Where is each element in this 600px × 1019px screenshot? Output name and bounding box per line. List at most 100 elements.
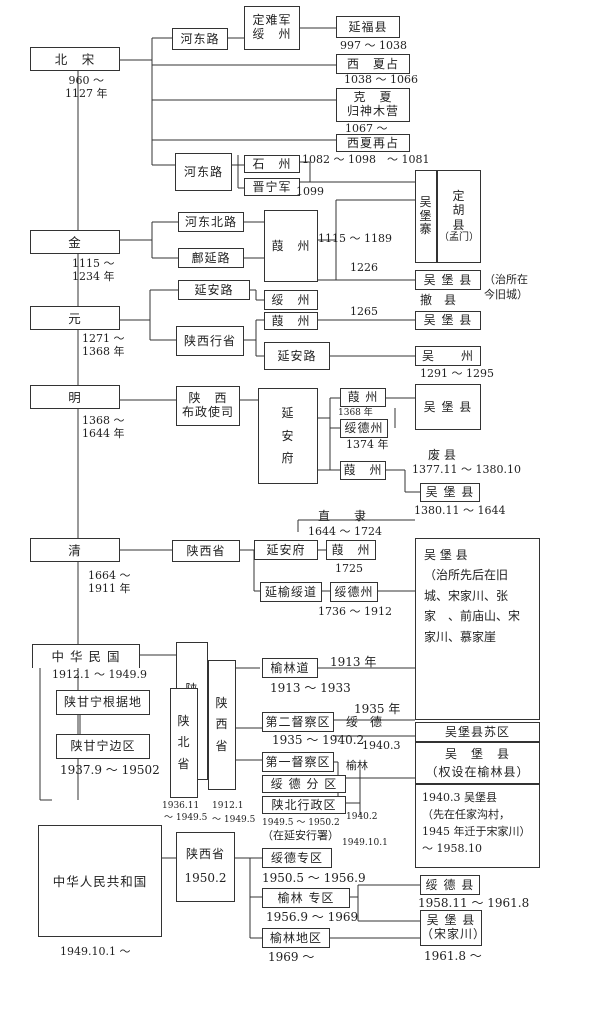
roc-year-1940-2: 1940.2: [346, 812, 378, 822]
ming-fei-years: 1377.11 ～ 1380.10: [412, 463, 521, 476]
period-prc: 1949.10.1 ～: [60, 945, 131, 958]
qing-yanan-fu: 延安府: [254, 540, 318, 560]
roc-years-c: 1912.1: [212, 801, 244, 811]
roc-years-b: ～ 1949.5: [164, 813, 208, 823]
roc-year-1949-10: 1949.10.1: [342, 838, 388, 848]
ming-jiazhou-1: 葭 州: [340, 388, 386, 407]
song-kexia-guishen: 克 夏 归神木营: [336, 88, 410, 122]
jin-jiazhou: 葭 州: [264, 210, 318, 282]
song-hedong-lu-1: 河东路: [172, 28, 228, 50]
ming-suide-zhou: 绥德州: [340, 419, 388, 438]
ming-restore-years: 1380.11 ～ 1644: [414, 504, 506, 517]
ming-fei-xian: 废 县: [428, 448, 456, 462]
prc-yulin-years: 1956.9 ～ 1969: [266, 910, 359, 924]
roc-wubao-rep: 吴 堡 县 （权设在榆林县）: [415, 742, 540, 784]
dynasty-ming: 明: [30, 385, 120, 409]
roc-shaangan-border: 陕甘宁边区: [56, 734, 150, 759]
song-jinningjun: 晋宁军: [244, 178, 300, 196]
period-jin: 1115 ～ 1234 年: [72, 257, 115, 283]
qing-suide-zhou: 绥德州: [330, 582, 378, 602]
jin-hedong-bei-lu: 河东北路: [178, 212, 244, 232]
roc-yanan-note: （在延安行署）: [262, 829, 339, 842]
song-xixia-2: 西夏再占: [336, 134, 410, 152]
roc-border-years: 1937.9 ～ 19502: [60, 763, 160, 777]
jin-wubao-xian: 吴 堡 县: [415, 270, 481, 290]
song-dinghu-meng: （孟门）: [439, 232, 479, 244]
yuan-yanan-lu: 延安路: [178, 280, 250, 300]
prc-shaanxi-box: 陕西省 1950.2: [176, 832, 235, 902]
yuan-suizhou: 绥 州: [264, 290, 318, 310]
prc-year-1950-2: 1950.2: [184, 871, 227, 885]
ming-jiazhou-2: 葭 州: [340, 461, 386, 480]
song-yanfu-xian: 延福县: [336, 16, 400, 38]
qing-zhili-years: 1644 ～ 1724: [308, 525, 382, 538]
roc-suide-fenqu: 绥 德 分 区: [262, 775, 346, 793]
dynasty-yuan: 元: [30, 306, 120, 330]
prc-wubao-years: 1961.8 ～: [424, 949, 482, 963]
period-northern-song: 960 ～ 1127 年: [65, 74, 108, 100]
song-dinghu-box: 定 胡 县 （孟门）: [437, 170, 481, 263]
qing-year-1725: 1725: [335, 562, 363, 575]
qing-wubao-big: 吴 堡 县 （治所先后在旧城、宋家川、张家 、前庙山、宋家川、慕家崖: [415, 538, 540, 720]
period-ming: 1368 ～ 1644 年: [82, 414, 125, 440]
roc-wubao-1940: 1940.3 吴堡县 （先在任家沟村， 1945 年迁于宋家川） ～ 1958.…: [415, 784, 540, 868]
dynasty-northern-song: 北 宋: [30, 47, 120, 71]
jin-note: （治所在 今旧城）: [484, 273, 528, 302]
roc-suide-label: 绥 德: [346, 715, 383, 729]
roc-second-district: 第二督察区: [262, 712, 334, 732]
roc-shaanxi-v2: 陕 西 省: [208, 660, 236, 790]
ming-buzhengshi: 陕 西 布政使司: [176, 386, 240, 426]
roc-year-1913: 1913 年: [330, 655, 377, 669]
qing-suide-years: 1736 ～ 1912: [318, 605, 392, 618]
yuan-che-xian: 撤 县: [420, 293, 457, 308]
yuan-year-1265: 1265: [350, 305, 378, 318]
song-dinghu-xian: 定 胡 县: [452, 188, 466, 232]
roc-shanbei-sheng: 陕 北 省: [170, 688, 198, 798]
dynasty-roc: 中 华 民 国: [32, 644, 140, 668]
song-xixia-1: 西 夏占: [336, 54, 410, 74]
dynasty-jin: 金: [30, 230, 120, 254]
roc-years-d: ～ 1949.5: [212, 815, 256, 825]
roc-year-1940-3: 1940.3: [362, 739, 401, 752]
dynasty-prc: 中华人民共和国: [38, 825, 162, 937]
roc-year-1935: 1935 年: [354, 702, 401, 716]
roc-first-district: 第一督察区: [262, 752, 334, 772]
roc-shaangan-base: 陕甘宁根据地: [56, 690, 150, 715]
prc-yulin-diqu: 榆林地区: [262, 928, 330, 948]
prc-shaanxi-sheng: 陕西省: [185, 847, 225, 862]
roc-second-years: 1935 ～ 1940.2: [272, 733, 365, 747]
ming-wubao-xian-2: 吴 堡 县: [420, 483, 480, 502]
yuan-yanan-lu-2: 延安路: [264, 342, 330, 370]
song-wubao-zhai: 吴 堡 寨: [415, 170, 437, 263]
roc-yulin-dao: 榆林道: [262, 658, 318, 678]
qing-shaanxi-sheng: 陕西省: [172, 540, 240, 562]
prc-yulin-zhuanqu: 榆林 专区: [262, 888, 350, 908]
jin-fuyan-lu: 鄜延路: [178, 248, 244, 268]
prc-suide-years: 1950.5 ～ 1956.9: [262, 871, 366, 885]
song-year-1099: 1099: [296, 185, 324, 198]
ming-wubao-xian-1: 吴 堡 县: [415, 384, 481, 430]
qing-yanyu-sui-dao: 延榆绥道: [260, 582, 322, 602]
roc-yulin-years: 1913 ～ 1933: [270, 681, 351, 695]
yuan-che: 撤: [420, 293, 433, 307]
roc-years-e: 1949.5 ～ 1950.2: [262, 818, 340, 828]
yuan-wuzhou: 吴 州: [415, 346, 481, 366]
qing-jiazhou: 葭 州: [326, 540, 376, 560]
roc-yulin-small: 榆林: [346, 759, 368, 772]
jin-year-1226: 1226: [350, 261, 378, 274]
yuan-jiazhou: 葭 州: [264, 312, 318, 330]
song-shizhou: 石 州: [244, 155, 300, 173]
yuan-wubao-xian: 吴 堡 县: [415, 311, 481, 330]
roc-shanbei-xingzheng: 陕北行政区: [262, 796, 346, 814]
song-kexia-years: 1067 ～: [345, 122, 388, 135]
yuan-xian: 县: [444, 293, 457, 307]
roc-wubao-su: 吴堡县苏区: [415, 722, 540, 742]
ming-yananfu: 延 安 府: [258, 388, 318, 484]
ming-year-1374: 1374 年: [346, 438, 389, 451]
dynasty-qing: 清: [30, 538, 120, 562]
song-dingnan-suizhou: 定难军 绥 州: [244, 6, 300, 50]
song-hedong-lu-2: 河东路: [175, 153, 232, 191]
period-yuan: 1271 ～ 1368 年: [82, 332, 125, 358]
yuan-wuzhou-years: 1291 ～ 1295: [420, 367, 494, 380]
